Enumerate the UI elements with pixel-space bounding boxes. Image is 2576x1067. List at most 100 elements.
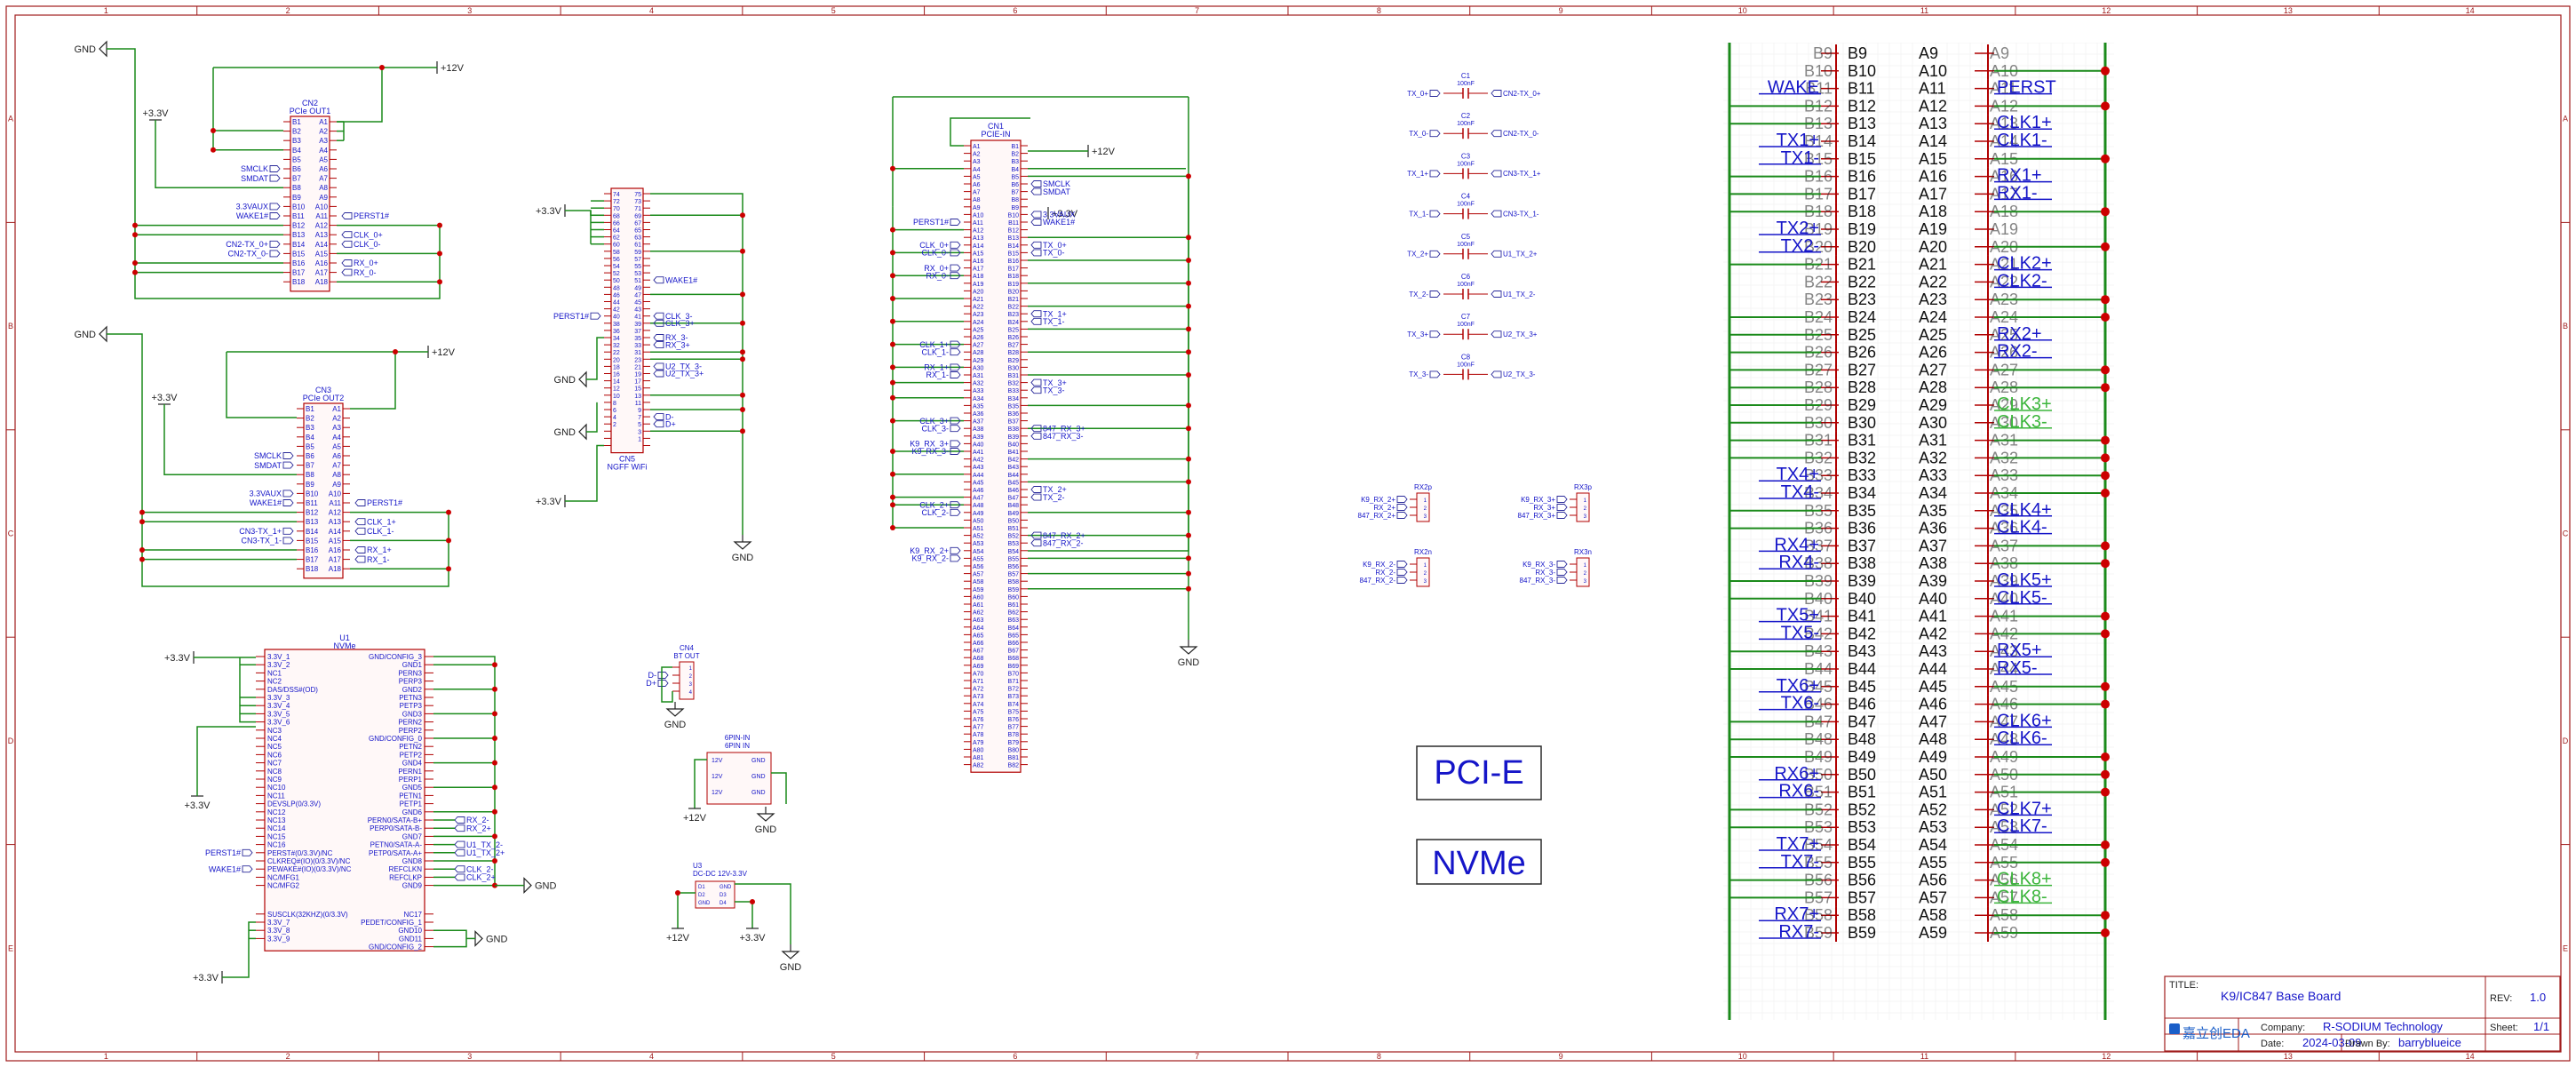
power-flag: +3.3V (536, 495, 566, 507)
row-label-left: A (8, 115, 13, 123)
junction-dot (740, 320, 745, 326)
pin-name: B78 (1008, 732, 1020, 738)
junction-dot (890, 165, 895, 171)
pin-name: B76 (1008, 717, 1020, 723)
zoom-net-label: RX4- (1778, 553, 1819, 572)
net-flag-label: CLK_1+ (367, 517, 396, 526)
net-flag: CLK_0+ (341, 230, 383, 239)
col-label-bottom: 11 (1920, 1052, 1928, 1061)
net-flag-shape (1429, 330, 1441, 338)
net-flag: CN2-TX_0- (227, 250, 281, 259)
pin-name-a: A46 (1919, 696, 1947, 713)
zoom-net-label: CLK6+ (1997, 711, 2052, 730)
net-flag-label: CLK_3- (921, 424, 949, 433)
pin-name: NC16 (267, 841, 286, 849)
pin-name: 12 (613, 386, 620, 393)
pin-name: B73 (1008, 694, 1020, 700)
pin-name: B29 (1008, 358, 1020, 364)
net-flag-shape (653, 420, 664, 428)
gnd-symbol: GND (664, 702, 686, 730)
net-flag-shape (1030, 539, 1042, 547)
pin-name: B75 (1008, 709, 1020, 715)
pin-name-a: A45 (1919, 678, 1947, 696)
pin-name-a: A34 (1919, 484, 1947, 502)
pin-number: 1 (1424, 498, 1427, 504)
pin-name: B13 (292, 231, 306, 239)
net-flag-label: 3.3VAUX (1043, 211, 1075, 219)
pin-name: 44 (613, 300, 620, 307)
zoom-net-label: RX4+ (1774, 535, 1819, 554)
pin-name: B72 (1008, 687, 1020, 693)
junction-dot (1186, 426, 1191, 432)
net-flag-shape (1030, 386, 1042, 394)
wire (950, 117, 1030, 147)
gnd-icon (665, 708, 685, 717)
pin-name: 22 (613, 350, 620, 356)
pin-name-b: B51 (1848, 784, 1876, 801)
junction-dot (2101, 840, 2110, 849)
pin-name: B3 (292, 137, 301, 145)
pin-name: 64 (613, 228, 620, 235)
junction-dot (890, 227, 895, 233)
pin-name-a: A38 (1919, 554, 1947, 572)
pin-name-b: B58 (1804, 906, 1833, 924)
ref-designator: 6PIN-IN (725, 734, 751, 742)
net-flag-label: CLK_2- (921, 508, 949, 517)
pin-name-a: A56 (1919, 872, 1947, 889)
pin-name-a: A14 (1990, 132, 2018, 150)
pin-name: A45 (973, 480, 984, 486)
component-body (970, 139, 1022, 773)
net-flag: D+ (646, 679, 669, 688)
part-value: DC-DC 12V-3.3V (693, 870, 748, 878)
net-flag-shape (1491, 210, 1502, 218)
pin-name: 40 (613, 315, 620, 321)
pin-name: A11 (329, 499, 341, 507)
gnd-icon (733, 541, 752, 550)
junction-dot (446, 509, 451, 515)
junction-dot (740, 407, 745, 412)
pin-name-a: A42 (1919, 625, 1947, 642)
net-flag-label: CLK_0- (354, 240, 381, 249)
pin-name: 47 (634, 292, 641, 299)
pin-name: A20 (973, 289, 984, 295)
net-flag-shape (1429, 130, 1441, 138)
pin-name: GND3 (402, 710, 423, 718)
pin-name: GND1 (402, 661, 423, 669)
pin-name-b: B31 (1848, 432, 1876, 450)
cap-ref: C1 (1461, 72, 1471, 80)
cap-ref: C6 (1461, 273, 1471, 281)
gnd-label: GND (75, 330, 97, 340)
pin-name: A10 (315, 203, 329, 211)
net-flag-shape (269, 240, 281, 248)
net-flag-label: RX_1+ (924, 363, 949, 372)
nvme-u1[interactable]: U1NVMe3.3V_13.3V_2NC1NC2DAS/DSS#(OD)3.3V… (164, 633, 557, 983)
net-flag-shape (950, 363, 961, 371)
pin-name: A50 (973, 518, 984, 524)
power-label: +12V (441, 63, 465, 74)
pin-name-b: B22 (1848, 273, 1876, 291)
pin-name-b: B29 (1848, 396, 1876, 414)
pin-name: 16 (613, 372, 620, 378)
